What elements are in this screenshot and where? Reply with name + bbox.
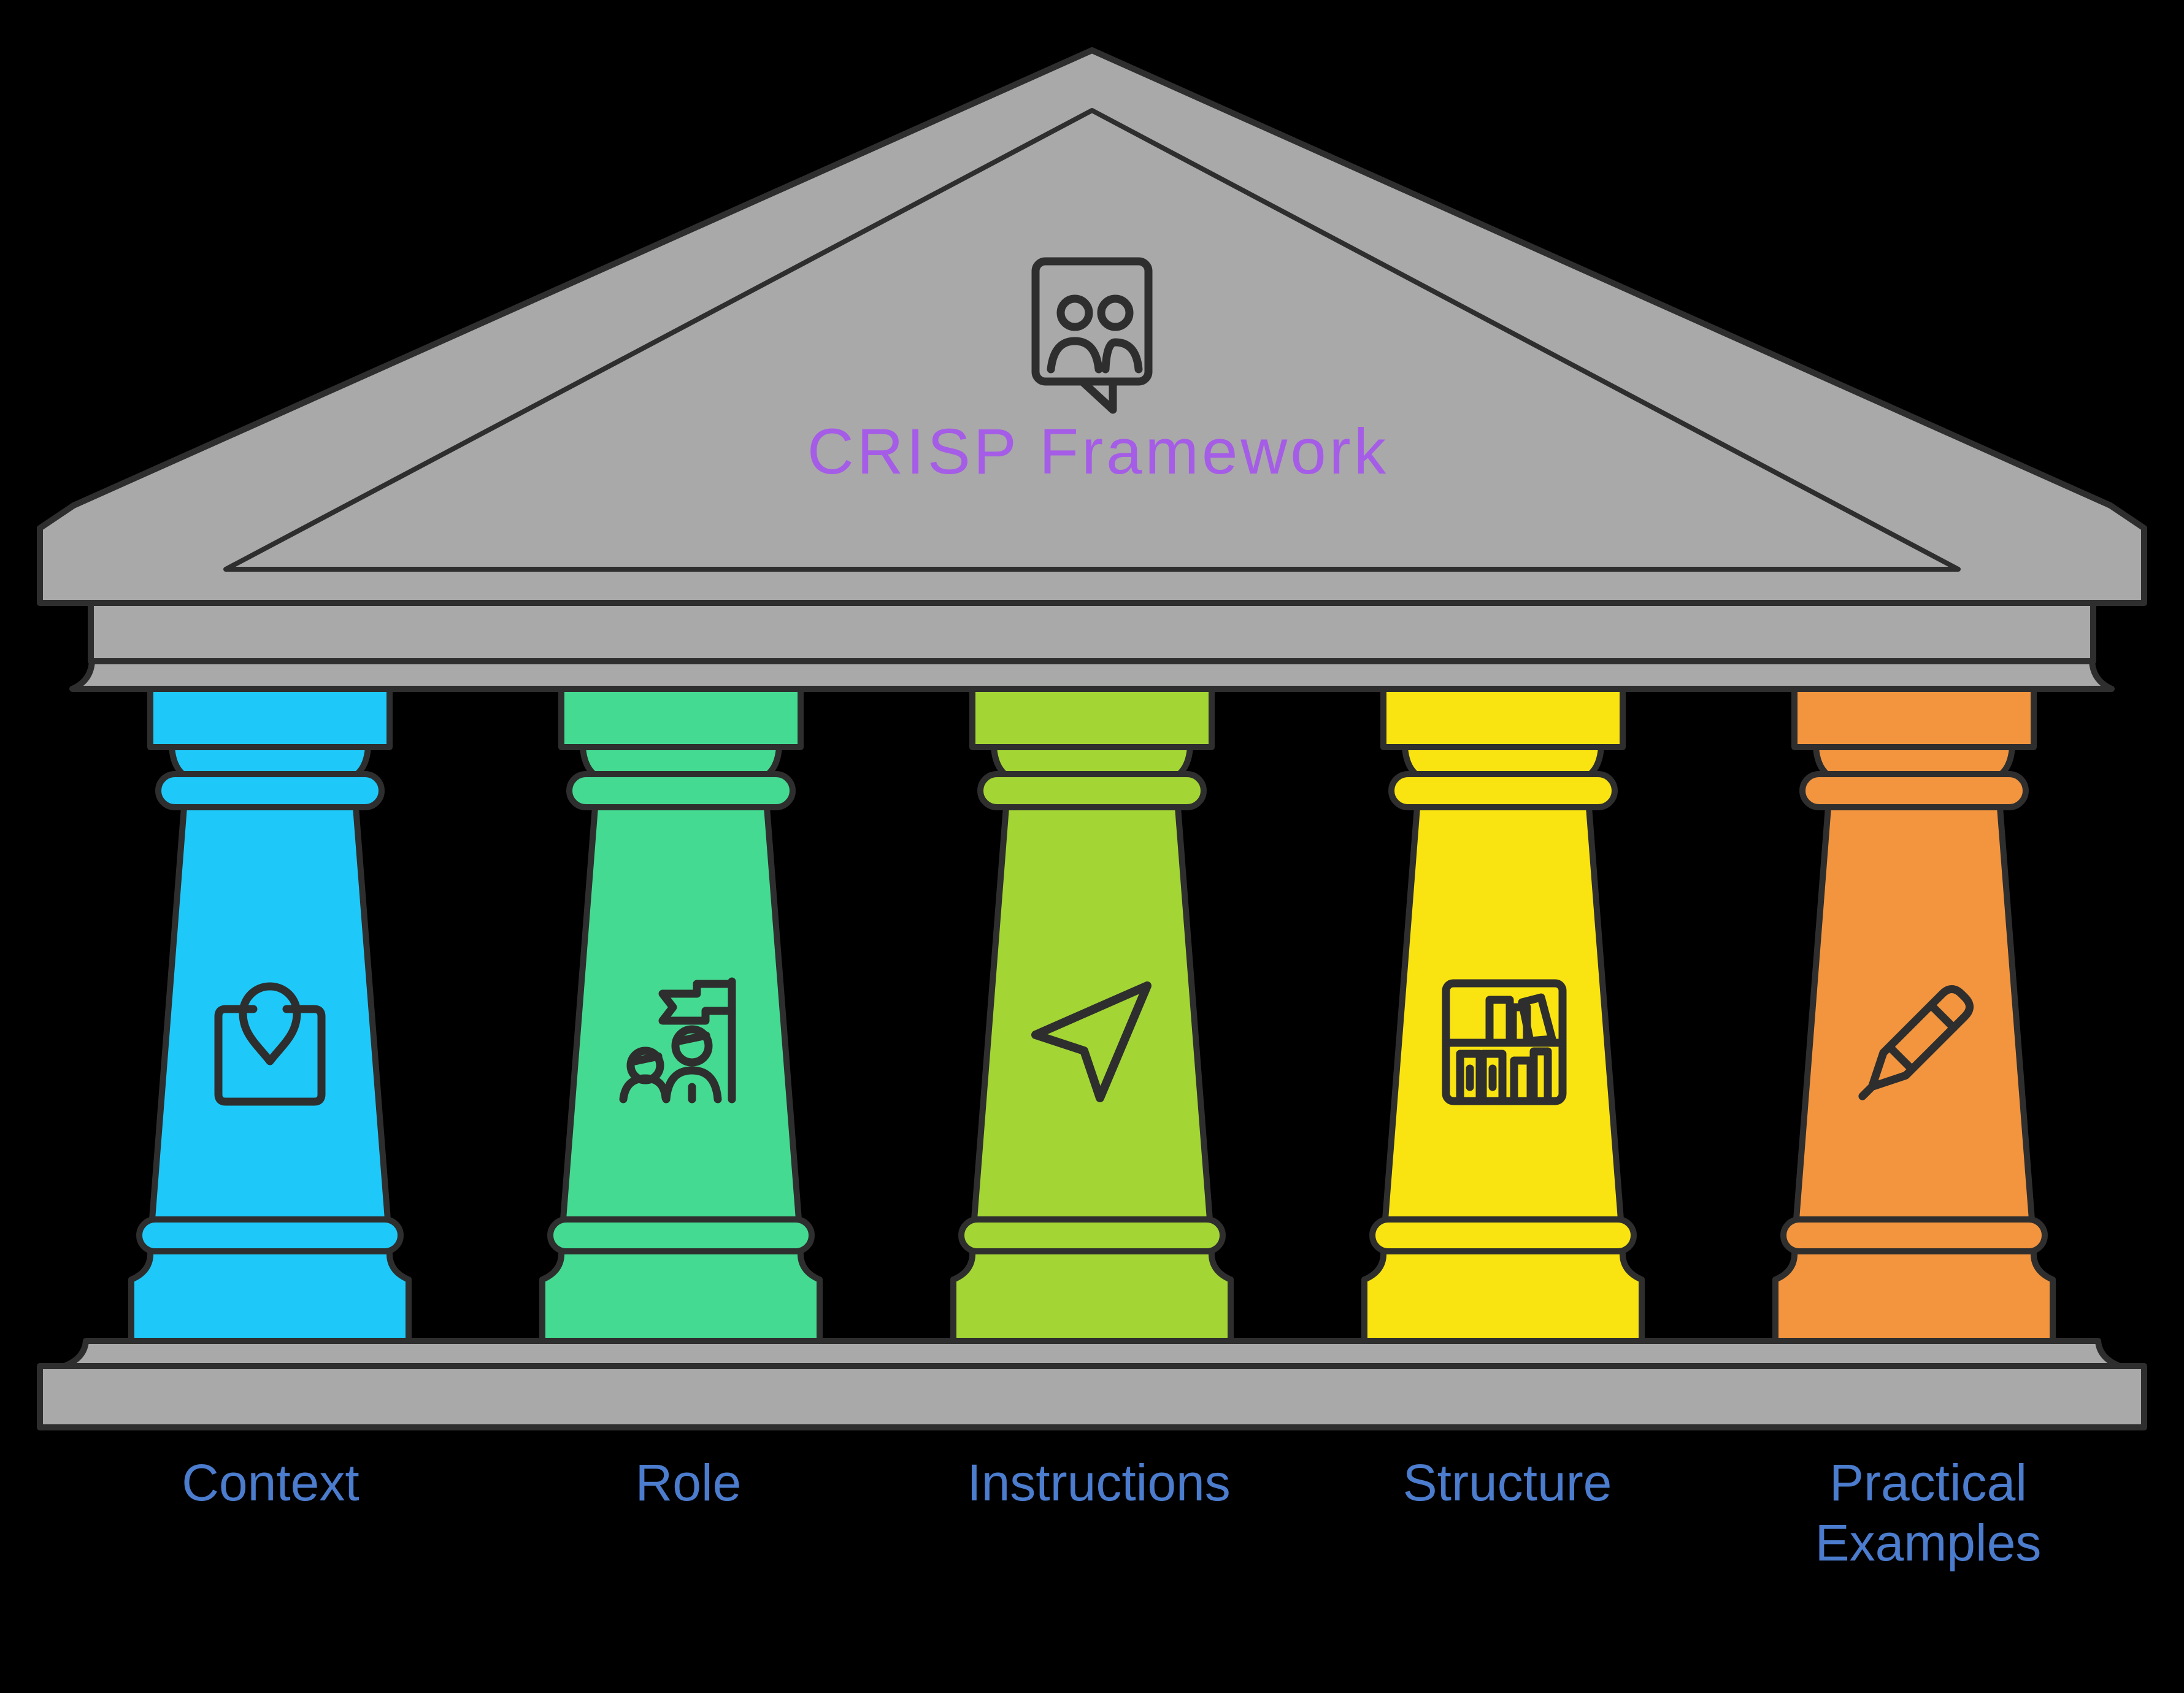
pillar-label-role: Role <box>636 1454 742 1511</box>
stylobate-top-step <box>61 1338 2123 1369</box>
pillar-label-practical: Practical <box>1829 1454 2027 1511</box>
stylobate-bottom-step <box>37 1363 2147 1430</box>
people-chat-icon <box>1031 257 1153 414</box>
icons <box>214 257 1974 1106</box>
pediment-inner-line <box>223 108 1961 572</box>
pillar-label-structure: Structure <box>1403 1454 1612 1511</box>
pillar-role <box>542 688 820 1341</box>
architrave-beam <box>88 600 2096 664</box>
pillar-context <box>131 688 409 1341</box>
cornice-molding <box>69 658 2115 692</box>
pillar-structure <box>1364 688 1642 1341</box>
location-pin-icon <box>214 982 326 1106</box>
diagram-title: CRISP Framework <box>807 416 1389 488</box>
pillar-label-context: Context <box>182 1454 360 1511</box>
pillar-practical-examples <box>1775 688 2053 1341</box>
bookshelf-icon <box>1442 979 1567 1105</box>
temple: CRISP Framework Context Role Instruction… <box>37 47 2147 1572</box>
navigation-cursor-icon <box>1031 981 1152 1102</box>
pencil-icon <box>1858 985 1974 1100</box>
stonework <box>37 47 2147 1430</box>
pillar-label-instructions: Instructions <box>967 1454 1231 1511</box>
pillar-labels: Context Role Instructions Structure Prac… <box>182 1454 2041 1572</box>
pillar-label-examples: Examples <box>1815 1514 2042 1572</box>
team-goal-flag-icon <box>619 977 736 1104</box>
